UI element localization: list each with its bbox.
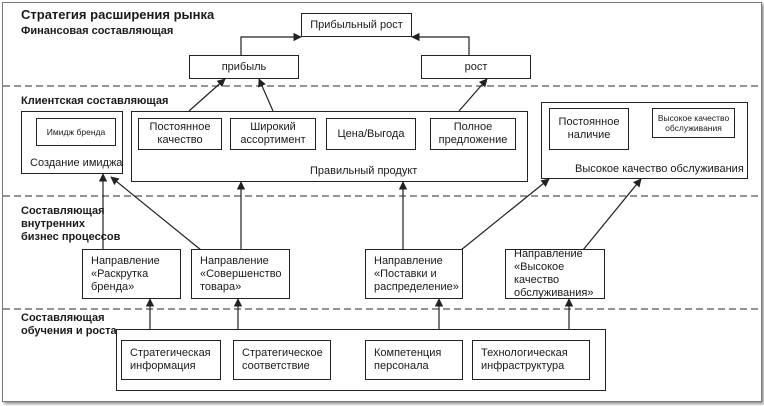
link-excellence-to-image — [110, 176, 202, 251]
link-servicequality-to-service — [582, 178, 642, 251]
profitable-growth-box: Прибыльный рост — [301, 13, 412, 37]
supply-distribution-box: Направление «Поставки и распределение» — [365, 249, 463, 299]
link-growth-to-top — [411, 32, 470, 55]
brand-promotion-box: Направление «Раскрутка бренда» — [82, 249, 181, 299]
link-profit-to-top — [240, 32, 302, 55]
service-quality-process-box: Направление «Высокое качество обслуживан… — [505, 248, 605, 299]
brand-image-box: Имидж бренда — [36, 118, 116, 146]
link-offer-to-growth — [458, 78, 488, 112]
connector-layer — [3, 32, 761, 329]
service-group-caption: Высокое качество обслуживания — [575, 163, 744, 175]
staff-competence-box: Компетенция персонала — [365, 340, 463, 380]
section-label-internal: Составляющая внутренних бизнес процессов — [21, 205, 121, 243]
section-label-financial: Финансовая составляющая — [21, 25, 174, 37]
strategic-alignment-box: Стратегическое соответствие — [233, 340, 331, 380]
service-quality-inner-box: Высокое качество обслуживания — [652, 108, 735, 138]
image-group-caption: Создание имиджа — [30, 157, 123, 169]
link-supply-to-service — [460, 178, 550, 251]
product-excellence-box: Направление «Совершенство товара» — [191, 249, 290, 299]
strategic-info-box: Стратегическая информация — [121, 340, 221, 380]
image-group-box: Имидж бренда Создание имиджа — [21, 111, 123, 174]
link-assortment-to-profit — [258, 78, 274, 112]
full-offer-box: Полное предложение — [430, 118, 516, 150]
tech-infrastructure-box: Технологическая инфраструктура — [472, 340, 590, 380]
growth-box: рост — [421, 55, 531, 79]
section-label-learning: Составляющая обучения и роста — [21, 312, 117, 337]
learning-group-box: Стратегическая информация Стратегическое… — [116, 329, 606, 391]
link-quality-to-profit — [188, 78, 226, 112]
diagram-title: Стратегия расширения рынка — [21, 7, 215, 22]
product-group-caption: Правильный продукт — [310, 165, 418, 177]
constant-availability-box: Постоянное наличие — [549, 108, 629, 150]
product-group-box: Постоянное качество Широкий ассортимент … — [131, 111, 528, 182]
profit-box: прибыль — [189, 55, 299, 79]
section-label-customer: Клиентская составляющая — [21, 95, 169, 107]
wide-assortment-box: Широкий ассортимент — [230, 118, 316, 150]
price-benefit-box: Цена/Выгода — [326, 118, 416, 150]
constant-quality-box: Постоянное качество — [138, 118, 222, 150]
service-group-box: Постоянное наличие Высокое качество обсл… — [541, 102, 748, 179]
